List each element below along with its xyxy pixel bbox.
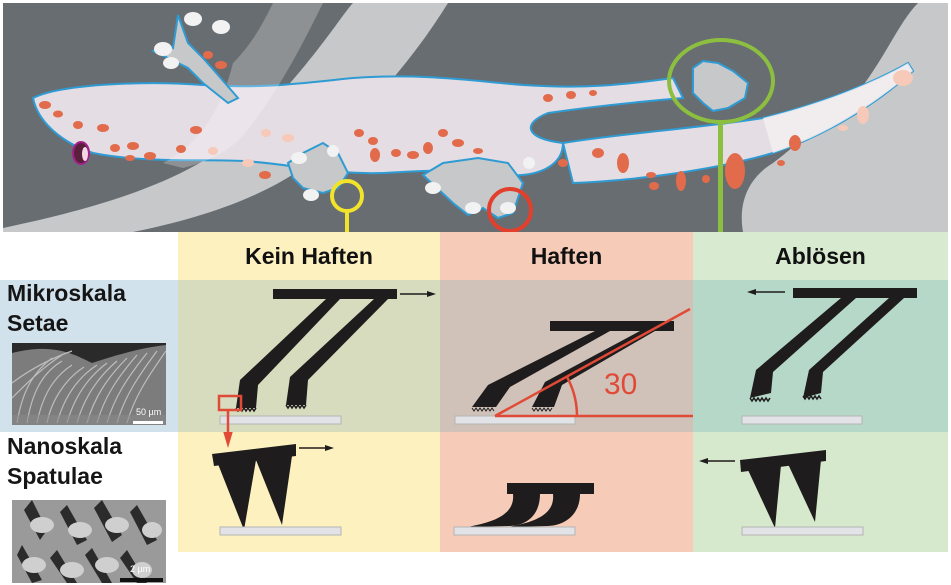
setae-detached-diagram bbox=[217, 289, 436, 432]
setae-detaching-diagram bbox=[741, 288, 917, 425]
spatulae-attached-diagram bbox=[453, 483, 594, 536]
row-label-line2: Setae bbox=[7, 310, 69, 336]
gecko-scene-svg bbox=[3, 3, 948, 232]
row-label-line2: Spatulae bbox=[7, 463, 103, 489]
cell-setae-haften: 30 bbox=[440, 280, 693, 432]
column-label: Haften bbox=[530, 242, 603, 269]
column-label: Ablösen bbox=[775, 242, 866, 269]
cell-spatulae-haften bbox=[440, 432, 693, 552]
scale-bar-label: 50 µm bbox=[136, 407, 162, 417]
row-label-mikroskala: Mikroskala Setae 50 µm bbox=[0, 280, 178, 432]
gecko-illustration bbox=[3, 3, 948, 232]
column-header-haften: Haften bbox=[440, 232, 693, 280]
angle-label: 30 bbox=[604, 368, 638, 401]
cell-spatulae-abloesen bbox=[693, 432, 948, 552]
zoom-box-icon bbox=[217, 394, 243, 412]
row-label-line1: Nanoskala bbox=[7, 433, 123, 459]
row-label-nanoskala: Nanoskala Spatulae 2 µm bbox=[0, 432, 178, 585]
column-header-kein-haften: Kein Haften bbox=[178, 232, 440, 280]
setae-attached-diagram bbox=[454, 307, 693, 425]
sem-image-spatulae: 2 µm bbox=[12, 500, 166, 583]
cell-spatulae-kein-haften bbox=[178, 431, 440, 552]
spatulae-detaching-diagram bbox=[699, 450, 864, 536]
sem-image-setae: 50 µm bbox=[12, 343, 166, 425]
cell-setae-abloesen bbox=[693, 280, 948, 432]
scale-bar-label: 2 µm bbox=[130, 564, 151, 574]
spatulae-detached-diagram bbox=[212, 431, 342, 536]
row-label-line1: Mikroskala bbox=[7, 280, 126, 306]
column-label: Kein Haften bbox=[245, 242, 373, 269]
cell-setae-kein-haften bbox=[178, 280, 440, 432]
column-header-abloesen: Ablösen bbox=[693, 232, 948, 280]
